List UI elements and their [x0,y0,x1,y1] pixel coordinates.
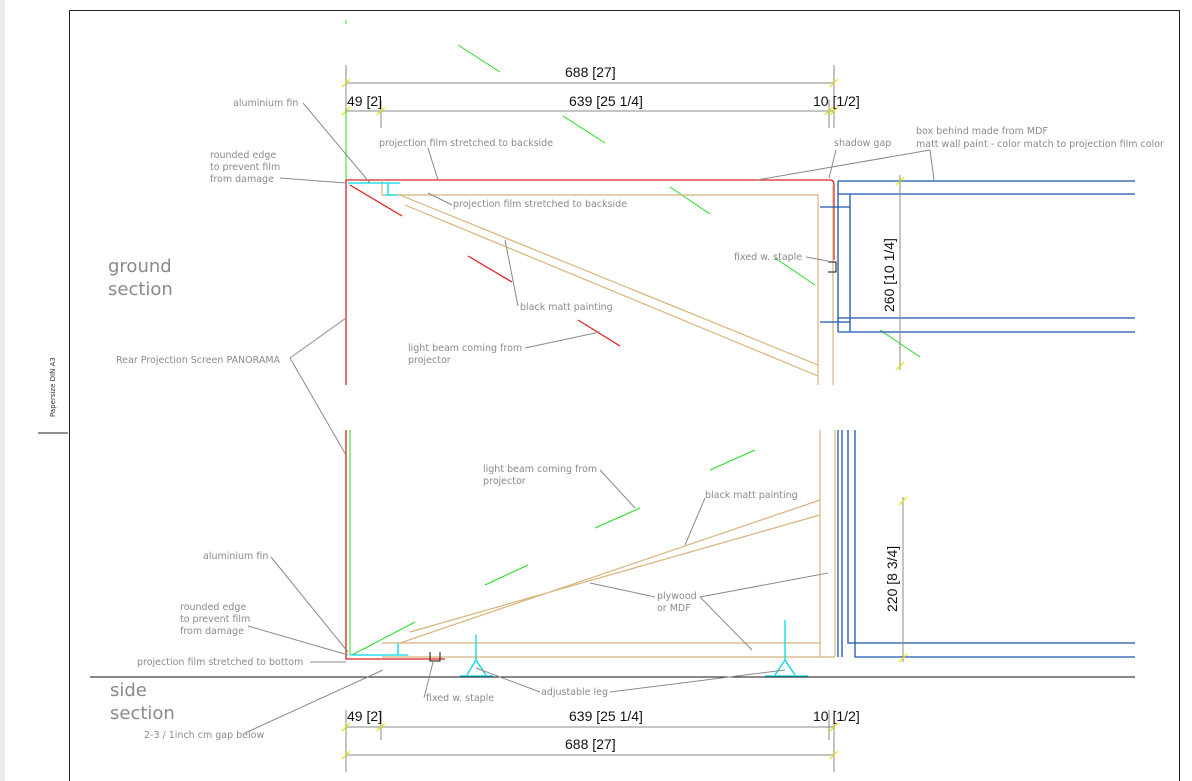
ground-section-title-2: section [108,279,173,300]
label-film-backside-2: projection film stretched to backside [453,199,627,210]
dim-top-left: 49 [2] [347,93,382,109]
label-box-behind-1: box behind made from MDF [916,126,1048,137]
dim-top-mid: 639 [25 1/4] [569,93,643,109]
dim-top-total: 688 [27] [565,64,616,80]
side-section-title: side [110,680,147,701]
dim-top-right: 10 [1/2] [813,93,860,109]
label-box-behind-2: matt wall paint - color match to project… [916,139,1164,150]
label-rounded-edge-side-1: rounded edge [180,602,246,613]
label-light-beam-side-1: light beam coming from [483,464,597,475]
label-rounded-edge-side-2: to prevent film [180,614,250,625]
ground-section-drawing: 260 [10 1/4] [345,175,1135,385]
top-dimensions: 688 [27] 49 [2] 639 [25 1/4] 10 [1/2] [341,64,860,128]
dim-bottom-left: 49 [2] [347,708,382,724]
label-film-bottom: projection film stretched to bottom [137,657,303,668]
label-shadow-gap: shadow gap [834,138,891,149]
label-black-matt-side: black matt painting [705,490,798,501]
ground-section-title: ground [108,256,172,277]
label-fixed-staple-top: fixed w. staple [734,252,802,263]
label-rounded-edge-top-3: from damage [210,174,274,185]
label-gap-below: 2-3 / 1inch cm gap below [144,730,264,741]
dim-bottom-total: 688 [27] [565,736,616,752]
label-fixed-staple-side: fixed w. staple [426,693,494,704]
dim-side-height: 220 [8 3/4] [884,546,900,612]
label-adjustable-leg: adjustable leg [541,687,608,698]
label-film-backside-1: projection film stretched to backside [379,138,553,149]
label-black-matt-top: black matt painting [520,302,613,313]
label-rear-screen: Rear Projection Screen PANORAMA [116,355,281,366]
dim-bottom-right: 10 [1/2] [813,708,860,724]
side-section-drawing: 220 [8 3/4] [90,430,1135,678]
paper-size-label: Papersize DIN A3 [49,357,57,417]
label-plywood-1: plywood [657,591,697,602]
dim-ground-height: 260 [10 1/4] [881,238,897,312]
label-light-beam-side-2: projector [483,476,526,487]
label-rounded-edge-side-3: from damage [180,626,244,637]
label-light-beam-top-1: light beam coming from [408,343,522,354]
label-rounded-edge-top-1: rounded edge [210,150,276,161]
label-light-beam-top-2: projector [408,355,451,366]
leader-lines [244,102,935,734]
label-rounded-edge-top-2: to prevent film [210,162,280,173]
left-margin-strip [0,0,5,781]
label-aluminium-fin-top: aluminium fin [233,98,298,109]
label-plywood-2: or MDF [657,603,691,614]
dim-bottom-mid: 639 [25 1/4] [569,708,643,724]
side-section-title-2: section [110,703,175,724]
label-aluminium-fin-side: aluminium fin [203,551,268,562]
bottom-dimensions: 49 [2] 639 [25 1/4] 10 [1/2] 688 [27] [341,708,860,772]
drawing-frame [69,10,1180,781]
